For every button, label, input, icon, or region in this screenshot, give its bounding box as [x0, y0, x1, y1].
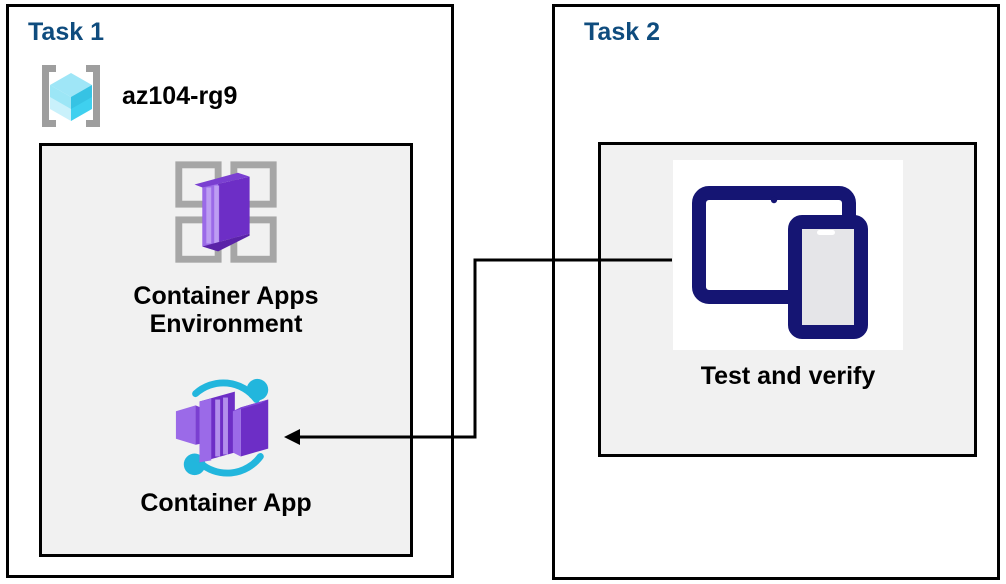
resource-container-apps-environment: Container Apps Environment	[58, 155, 394, 338]
resource-group-icon	[34, 59, 108, 133]
test-and-verify-label: Test and verify	[700, 362, 876, 390]
container-app-label: Container App	[140, 489, 312, 517]
resource-container-app: Container App	[58, 374, 394, 517]
resource-group-name: az104-rg9	[122, 81, 238, 110]
resource-test-and-verify: Test and verify	[640, 160, 936, 390]
container-apps-environment-label: Container Apps Environment	[133, 282, 319, 338]
resource-group-header: az104-rg9	[34, 58, 304, 134]
container-apps-environment-icon	[167, 155, 285, 278]
container-app-icon	[162, 374, 290, 487]
task-2-title: Task 2	[584, 18, 660, 46]
task-1-title: Task 1	[28, 18, 104, 46]
test-and-verify-devices-icon	[673, 160, 903, 350]
